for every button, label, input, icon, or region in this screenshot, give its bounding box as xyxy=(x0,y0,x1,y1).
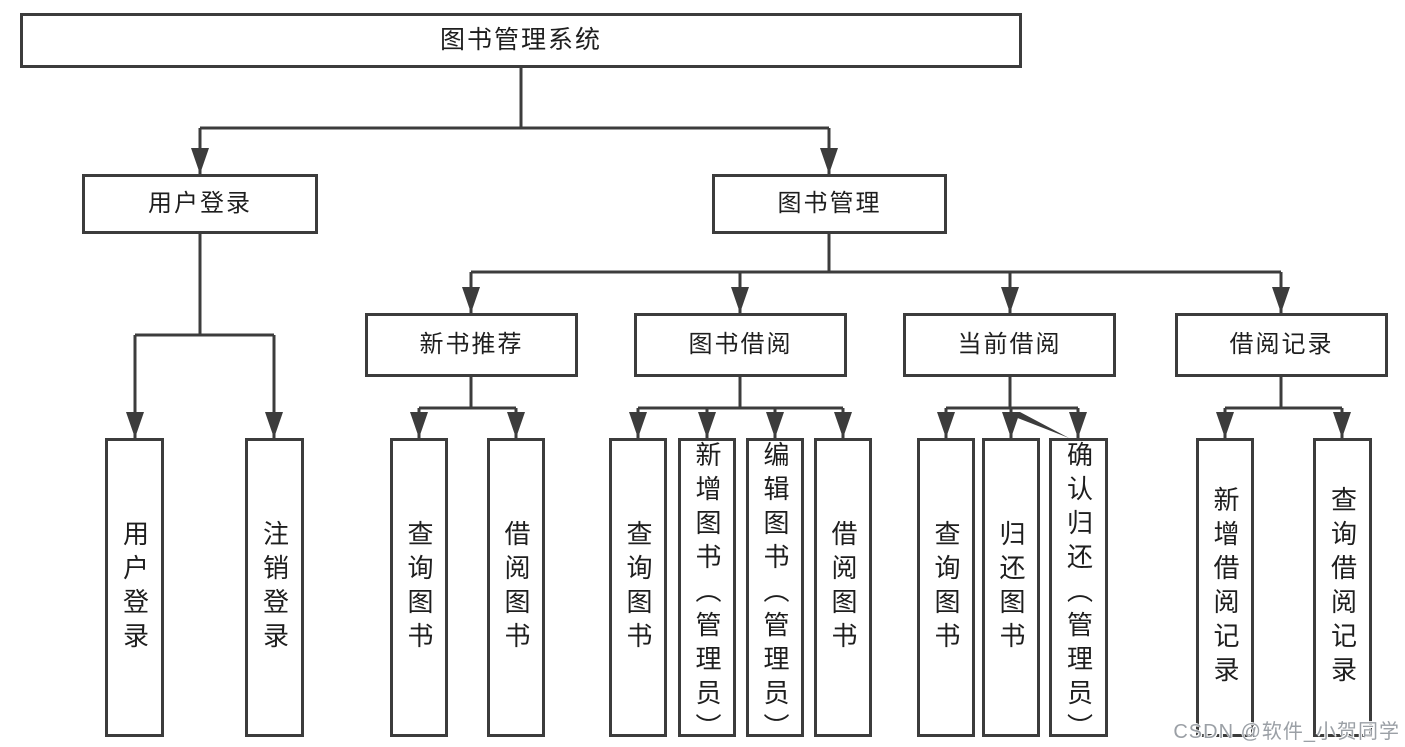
leaf-br-add-record: 新增借阅记录 xyxy=(1196,438,1254,737)
node-current-borrow: 当前借阅 xyxy=(903,313,1116,377)
node-library-system: 图书管理系统 xyxy=(20,13,1022,68)
connector-new-book-branch xyxy=(417,377,518,438)
leaf-cb-query-book: 查询图书 xyxy=(917,438,975,737)
leaf-user-login: 用户登录 xyxy=(105,438,164,737)
leaf-user-login-label: 用户登录 xyxy=(119,519,150,656)
connector-book-management-branch xyxy=(469,234,1283,313)
node-user-login-label: 用户登录 xyxy=(148,190,252,217)
node-book-management-label: 图书管理 xyxy=(777,190,882,217)
leaf-cb-return-book-label: 归还图书 xyxy=(996,519,1026,656)
node-new-book-recommend: 新书推荐 xyxy=(365,313,578,377)
node-borrow-record-label: 借阅记录 xyxy=(1229,331,1334,358)
leaf-nb-query-book-label: 查询图书 xyxy=(404,519,434,656)
connector-book-borrow-branch xyxy=(636,377,845,438)
connector-borrow-record-branch xyxy=(1223,377,1344,438)
leaf-bb-add-book-admin-label: 新增图书（管理员） xyxy=(692,441,722,747)
leaf-br-add-record-label: 新增借阅记录 xyxy=(1210,485,1240,690)
leaf-logout: 注销登录 xyxy=(245,438,304,737)
leaf-bb-borrow-book-label: 借阅图书 xyxy=(828,519,858,656)
leaf-nb-query-book: 查询图书 xyxy=(390,438,448,737)
csdn-watermark: CSDN @软件_小贺同学 xyxy=(1173,721,1400,743)
connector-root-branch xyxy=(198,68,831,174)
leaf-br-query-record-label: 查询借阅记录 xyxy=(1327,485,1358,690)
node-book-borrow-label: 图书借阅 xyxy=(688,331,793,358)
leaf-cb-query-book-label: 查询图书 xyxy=(931,519,961,656)
node-borrow-record: 借阅记录 xyxy=(1175,313,1388,377)
node-user-login: 用户登录 xyxy=(82,174,318,234)
leaf-cb-confirm-return-admin: 确认归还（管理员） xyxy=(1049,438,1108,747)
leaf-cb-return-book: 归还图书 xyxy=(982,438,1040,737)
node-book-borrow: 图书借阅 xyxy=(634,313,847,377)
leaf-bb-borrow-book: 借阅图书 xyxy=(814,438,872,737)
leaf-bb-edit-book-admin: 编辑图书（管理员） xyxy=(746,438,804,747)
node-new-book-recommend-label: 新书推荐 xyxy=(419,331,524,358)
leaf-bb-edit-book-admin-label: 编辑图书（管理员） xyxy=(760,441,790,747)
leaf-logout-label: 注销登录 xyxy=(259,519,290,656)
leaf-bb-query-book: 查询图书 xyxy=(609,438,667,737)
arrowhead-icons xyxy=(126,148,1351,438)
connector-user-login-branch xyxy=(133,234,276,438)
node-library-system-label: 图书管理系统 xyxy=(439,26,602,54)
node-book-management: 图书管理 xyxy=(712,174,947,234)
leaf-br-query-record: 查询借阅记录 xyxy=(1313,438,1372,737)
leaf-nb-borrow-book-label: 借阅图书 xyxy=(501,519,531,656)
leaf-nb-borrow-book: 借阅图书 xyxy=(487,438,545,737)
node-current-borrow-label: 当前借阅 xyxy=(957,331,1062,358)
leaf-bb-add-book-admin: 新增图书（管理员） xyxy=(678,438,736,747)
leaf-bb-query-book-label: 查询图书 xyxy=(623,519,653,656)
leaf-cb-confirm-return-admin-label: 确认归还（管理员） xyxy=(1063,441,1094,747)
